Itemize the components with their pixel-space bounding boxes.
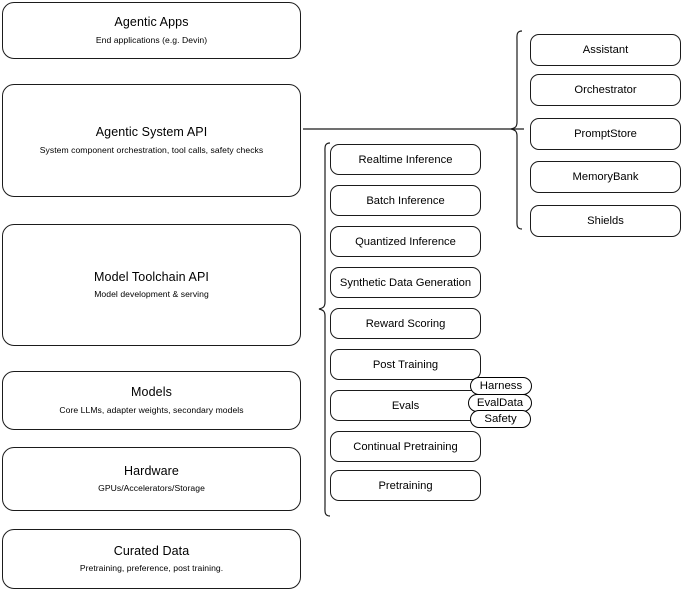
component-memorybank[interactable]: MemoryBank: [530, 161, 681, 193]
component-continual-pretraining[interactable]: Continual Pretraining: [330, 431, 481, 462]
eval-tag-label: Harness: [479, 380, 523, 392]
layer-title: Agentic System API: [95, 125, 208, 140]
layer-title: Models: [131, 385, 172, 400]
eval-tag-harness[interactable]: Harness: [470, 377, 532, 395]
layer-box-curated-data[interactable]: Curated Data Pretraining, preference, po…: [2, 529, 301, 589]
component-quantized-inference[interactable]: Quantized Inference: [330, 226, 481, 257]
component-label: Assistant: [582, 44, 629, 56]
component-batch-inference[interactable]: Batch Inference: [330, 185, 481, 216]
component-orchestrator[interactable]: Orchestrator: [530, 74, 681, 106]
eval-tag-safety[interactable]: Safety: [470, 410, 531, 428]
layer-subtitle: Model development & serving: [94, 289, 209, 300]
component-promptstore[interactable]: PromptStore: [530, 118, 681, 150]
layer-subtitle: End applications (e.g. Devin): [95, 34, 208, 45]
layer-box-agentic-system-api[interactable]: Agentic System API System component orch…: [2, 84, 301, 197]
eval-tag-label: Safety: [484, 413, 517, 425]
component-label: Batch Inference: [366, 194, 445, 207]
component-label: Post Training: [372, 358, 439, 371]
component-label: PromptStore: [574, 128, 637, 140]
right-bracket: [510, 30, 523, 230]
component-shields[interactable]: Shields: [530, 205, 681, 237]
component-post-training[interactable]: Post Training: [330, 349, 481, 380]
component-label: Continual Pretraining: [353, 440, 458, 453]
layer-box-hardware[interactable]: Hardware GPUs/Accelerators/Storage: [2, 447, 301, 511]
component-evals[interactable]: Evals: [330, 390, 481, 421]
eval-tag-label: EvalData: [476, 397, 524, 409]
layer-title: Model Toolchain API: [94, 269, 209, 284]
component-label: Pretraining: [378, 479, 433, 492]
layer-box-agentic-apps[interactable]: Agentic Apps End applications (e.g. Devi…: [2, 2, 301, 59]
component-label: Realtime Inference: [358, 153, 453, 166]
component-label: Reward Scoring: [365, 317, 446, 330]
layer-title: Hardware: [124, 463, 179, 478]
component-assistant[interactable]: Assistant: [530, 34, 681, 66]
layer-subtitle: System component orchestration, tool cal…: [39, 144, 264, 155]
component-label: MemoryBank: [572, 171, 639, 183]
component-label: Quantized Inference: [355, 235, 456, 248]
component-label: Orchestrator: [574, 84, 637, 96]
component-label: Synthetic Data Generation: [339, 276, 472, 289]
layer-box-model-toolchain-api[interactable]: Model Toolchain API Model development & …: [2, 224, 301, 346]
layer-box-models[interactable]: Models Core LLMs, adapter weights, secon…: [2, 371, 301, 430]
middle-bracket: [318, 142, 331, 517]
component-reward-scoring[interactable]: Reward Scoring: [330, 308, 481, 339]
layer-title: Agentic Apps: [114, 15, 189, 30]
component-label: Evals: [391, 399, 420, 412]
layer-subtitle: Pretraining, preference, post training.: [79, 563, 224, 574]
component-synthetic-data-generation[interactable]: Synthetic Data Generation: [330, 267, 481, 298]
layer-subtitle: GPUs/Accelerators/Storage: [98, 483, 205, 494]
component-label: Shields: [587, 215, 624, 227]
layer-subtitle: Core LLMs, adapter weights, secondary mo…: [59, 404, 244, 415]
component-realtime-inference[interactable]: Realtime Inference: [330, 144, 481, 175]
component-pretraining[interactable]: Pretraining: [330, 470, 481, 501]
layer-title: Curated Data: [113, 543, 190, 558]
